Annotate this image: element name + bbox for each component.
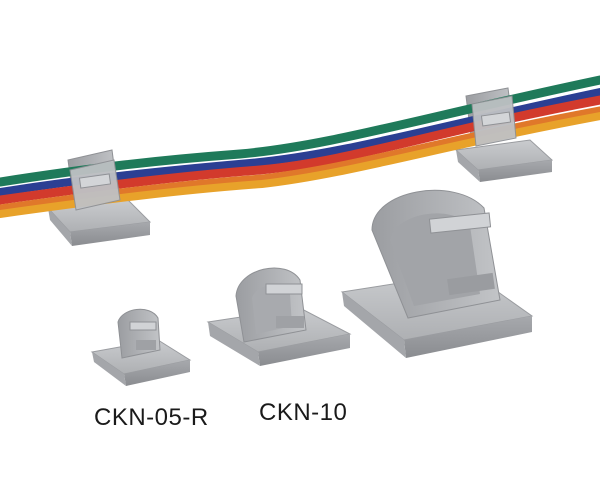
clip-small [90, 308, 192, 386]
cable-clip-right-tab [480, 111, 512, 127]
clip-large [340, 189, 534, 358]
cable-clip-left-tab [78, 173, 112, 189]
label-ckn-05-r: CKN-05-R [94, 404, 209, 431]
clip-medium [206, 267, 352, 366]
label-ckn-10: CKN-10 [259, 399, 348, 426]
